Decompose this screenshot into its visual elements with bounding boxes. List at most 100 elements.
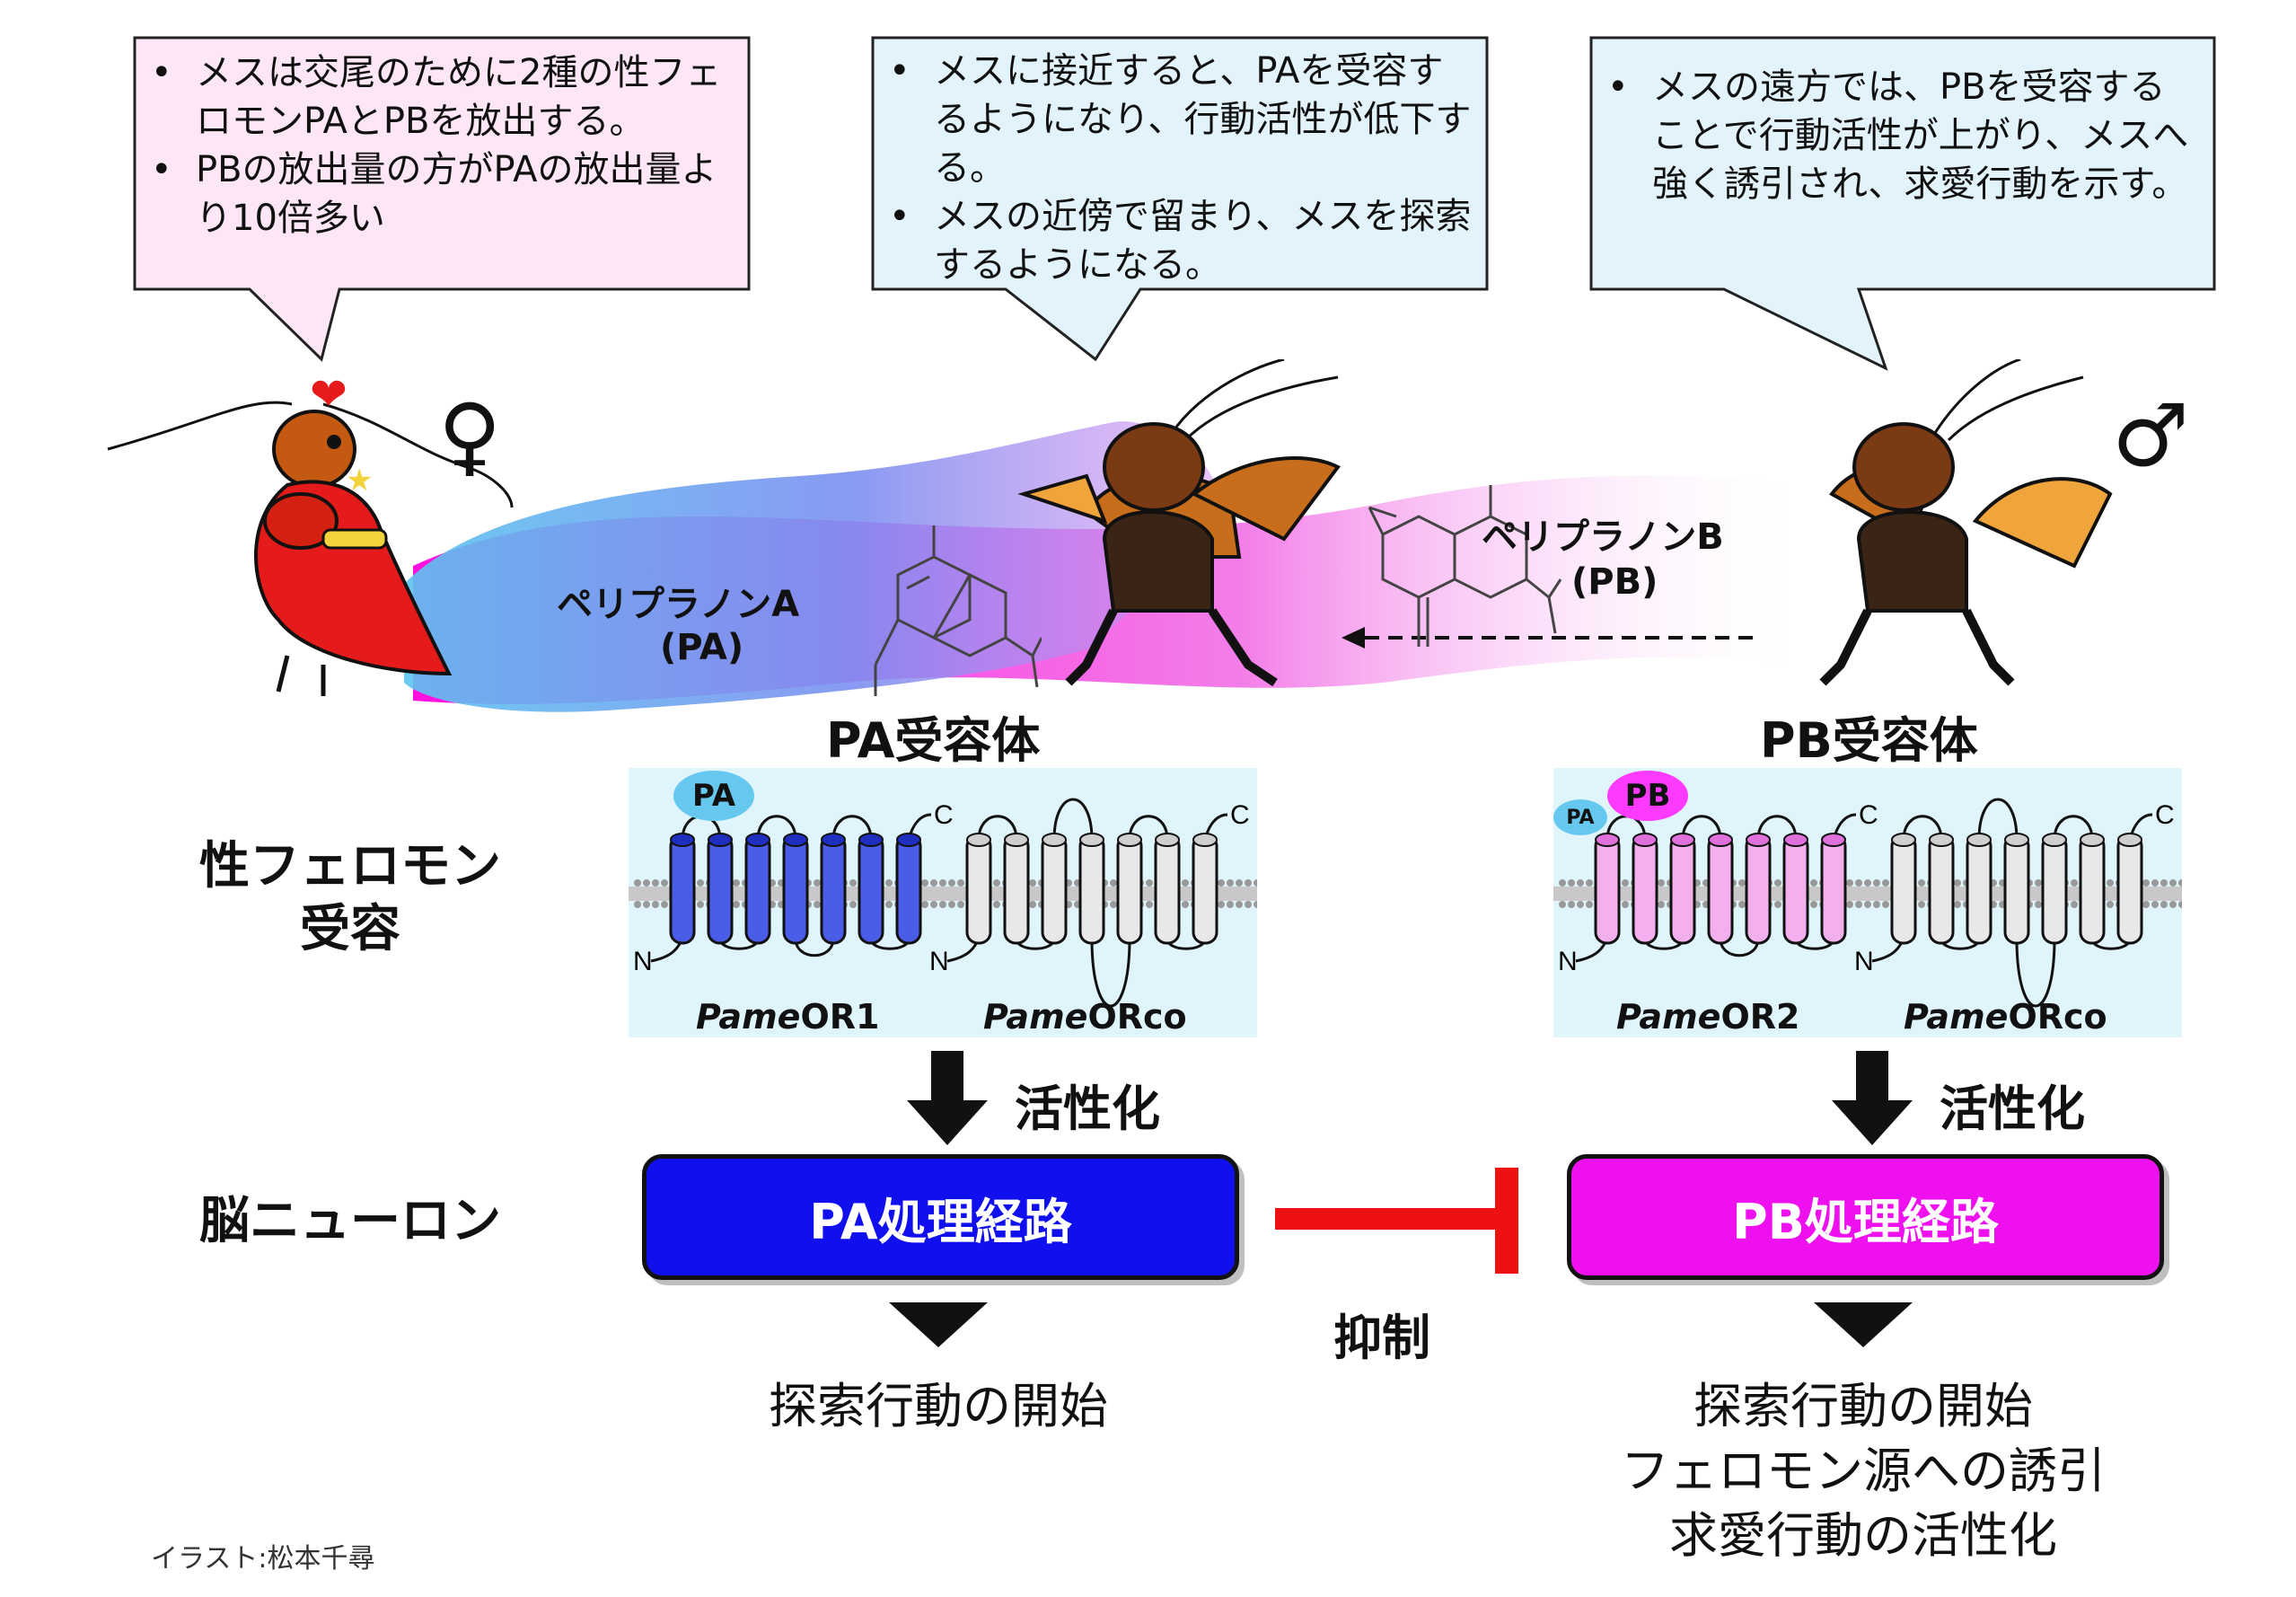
pathway-label: PB処理経路 [1732, 1193, 1999, 1250]
receptor-loop [1681, 815, 1722, 841]
callout-text: メスの遠方では、PBを受容することで行動活性が上がり、メスへ強く誘引され、求愛行… [1607, 63, 2191, 208]
transmembrane-helix [895, 834, 922, 945]
gene-suffix: ORco [1087, 997, 1187, 1037]
pb-receptor-title: PB受容体 [1760, 712, 1978, 769]
receptor-loop [794, 938, 835, 957]
gene-prefix: Pame [696, 997, 801, 1037]
receptor-loop [1756, 815, 1798, 841]
transmembrane-helix [782, 834, 809, 945]
receptor-loop [2053, 815, 2094, 841]
n-terminus-label: N [1854, 947, 1874, 976]
transmembrane-helix [1154, 834, 1181, 945]
transmembrane-helix [1078, 834, 1105, 945]
callout-text: メスに接近すると、PAを受容するようになり、行動活性が低下する。 [889, 47, 1473, 192]
transmembrane-helix [1745, 834, 1772, 945]
pa-pathway-box: PA処理経路 [642, 1154, 1239, 1280]
receptor-loop [1052, 798, 1094, 841]
transmembrane-helix [820, 834, 847, 945]
helix-top [783, 833, 808, 847]
helix-top [2042, 833, 2067, 847]
pathway-label: PA処理経路 [809, 1193, 1072, 1250]
helix-top [821, 833, 846, 847]
receptor-loop [1719, 938, 1760, 957]
inhibition-bar [1275, 1168, 1518, 1274]
helix-top [2080, 833, 2105, 847]
helix-top [1192, 833, 1218, 847]
activation-arrow-pa [907, 1051, 988, 1145]
row-label-neurons: 脳ニューロン [199, 1192, 501, 1250]
helix-top [1746, 833, 1771, 847]
pa-small-ligand-badge: PA [1553, 799, 1607, 835]
helix-top [1929, 833, 1954, 847]
transmembrane-helix [1928, 834, 1955, 945]
molecule-pa-abbr: (PA) [660, 627, 744, 668]
outcome-item: 探索行動の開始 [769, 1378, 1108, 1434]
heart-icon: ❤ [310, 368, 347, 420]
transmembrane-helix [2041, 834, 2068, 945]
helix-top [670, 833, 695, 847]
pa-outcome-arrow [889, 1302, 988, 1347]
n-terminus-label: N [1558, 947, 1578, 976]
receptor-loop [2015, 938, 2056, 1008]
receptor-loop [1090, 938, 1131, 1008]
dashed-arrow [1342, 627, 1760, 649]
receptor-loop [1902, 815, 1943, 841]
activation-arrow-pb [1832, 1051, 1913, 1145]
transmembrane-helix [1003, 834, 1030, 945]
activation-label-pb: 活性化 [1940, 1081, 2085, 1137]
ligand-label: PA [1566, 806, 1595, 829]
helix-top [1632, 833, 1658, 847]
helix-top [1155, 833, 1180, 847]
helix-top [858, 833, 884, 847]
molecule-pa-name: ペリプラノンA [557, 584, 800, 625]
transmembrane-helix [1966, 834, 1993, 945]
pb-outcome-list: 探索行動の開始 フェロモン源への誘引 求愛行動の活性化 [1567, 1374, 2160, 1568]
pa-ligand-badge: PA [673, 771, 754, 821]
helix-top [966, 833, 991, 847]
transmembrane-helix [744, 834, 771, 945]
helix-top [1708, 833, 1733, 847]
far-male-cockroach-illustration [1819, 359, 2113, 686]
molecule-pb-abbr: (PB) [1571, 561, 1658, 603]
transmembrane-helix [965, 834, 992, 945]
row-label-text: 受容 [300, 900, 400, 958]
transmembrane-helix [1890, 834, 1917, 945]
transmembrane-helix [1116, 834, 1143, 945]
activation-label-pa: 活性化 [1015, 1081, 1160, 1137]
pb-pathway-box: PB処理経路 [1567, 1154, 2164, 1280]
near-male-cockroach-illustration [1017, 359, 1342, 687]
transmembrane-helix [2003, 834, 2030, 945]
molecule-pb-name: ペリプラノンB [1482, 516, 1724, 558]
row-label-reception: 性フェロモン 受容 [180, 835, 521, 961]
helix-top [896, 833, 921, 847]
n-terminus-label: N [929, 947, 949, 976]
helix-top [1595, 833, 1620, 847]
helix-top [1670, 833, 1695, 847]
star-icon: ★ [346, 463, 374, 499]
gene-prefix: Pame [1904, 997, 2009, 1037]
callout-text: PBの放出量の方がPAの放出量より10倍多い [151, 146, 735, 243]
pa-receptor-title: PA受容体 [826, 712, 1041, 769]
far-callout: メスの遠方では、PBを受容することで行動活性が上がり、メスへ強く誘引され、求愛行… [1589, 36, 2218, 371]
pa-outcome-list: 探索行動の開始 [669, 1374, 1208, 1439]
receptor-loop [756, 815, 797, 841]
receptor-loop [1977, 798, 2019, 841]
gene-suffix: ORco [2008, 997, 2107, 1037]
n-terminus-label: N [633, 947, 653, 976]
transmembrane-helix [858, 834, 884, 945]
molecule-pa-structure [874, 525, 1042, 696]
helix-top [745, 833, 770, 847]
female-cockroach-illustration [107, 401, 514, 696]
female-callout: メスは交尾のために2種の性フェロモンPAとPBを放出する。 PBの放出量の方がP… [133, 36, 752, 362]
receptor-loop [831, 815, 873, 841]
ligand-label: PA [691, 778, 736, 814]
outcome-item: 求愛行動の活性化 [1669, 1507, 2057, 1564]
molecule-pb-structure [1368, 485, 1562, 647]
helix-top [1079, 833, 1104, 847]
receptor-loop [1128, 815, 1169, 841]
helix-top [1821, 833, 1846, 847]
helix-top [1042, 833, 1067, 847]
helix-top [1117, 833, 1142, 847]
